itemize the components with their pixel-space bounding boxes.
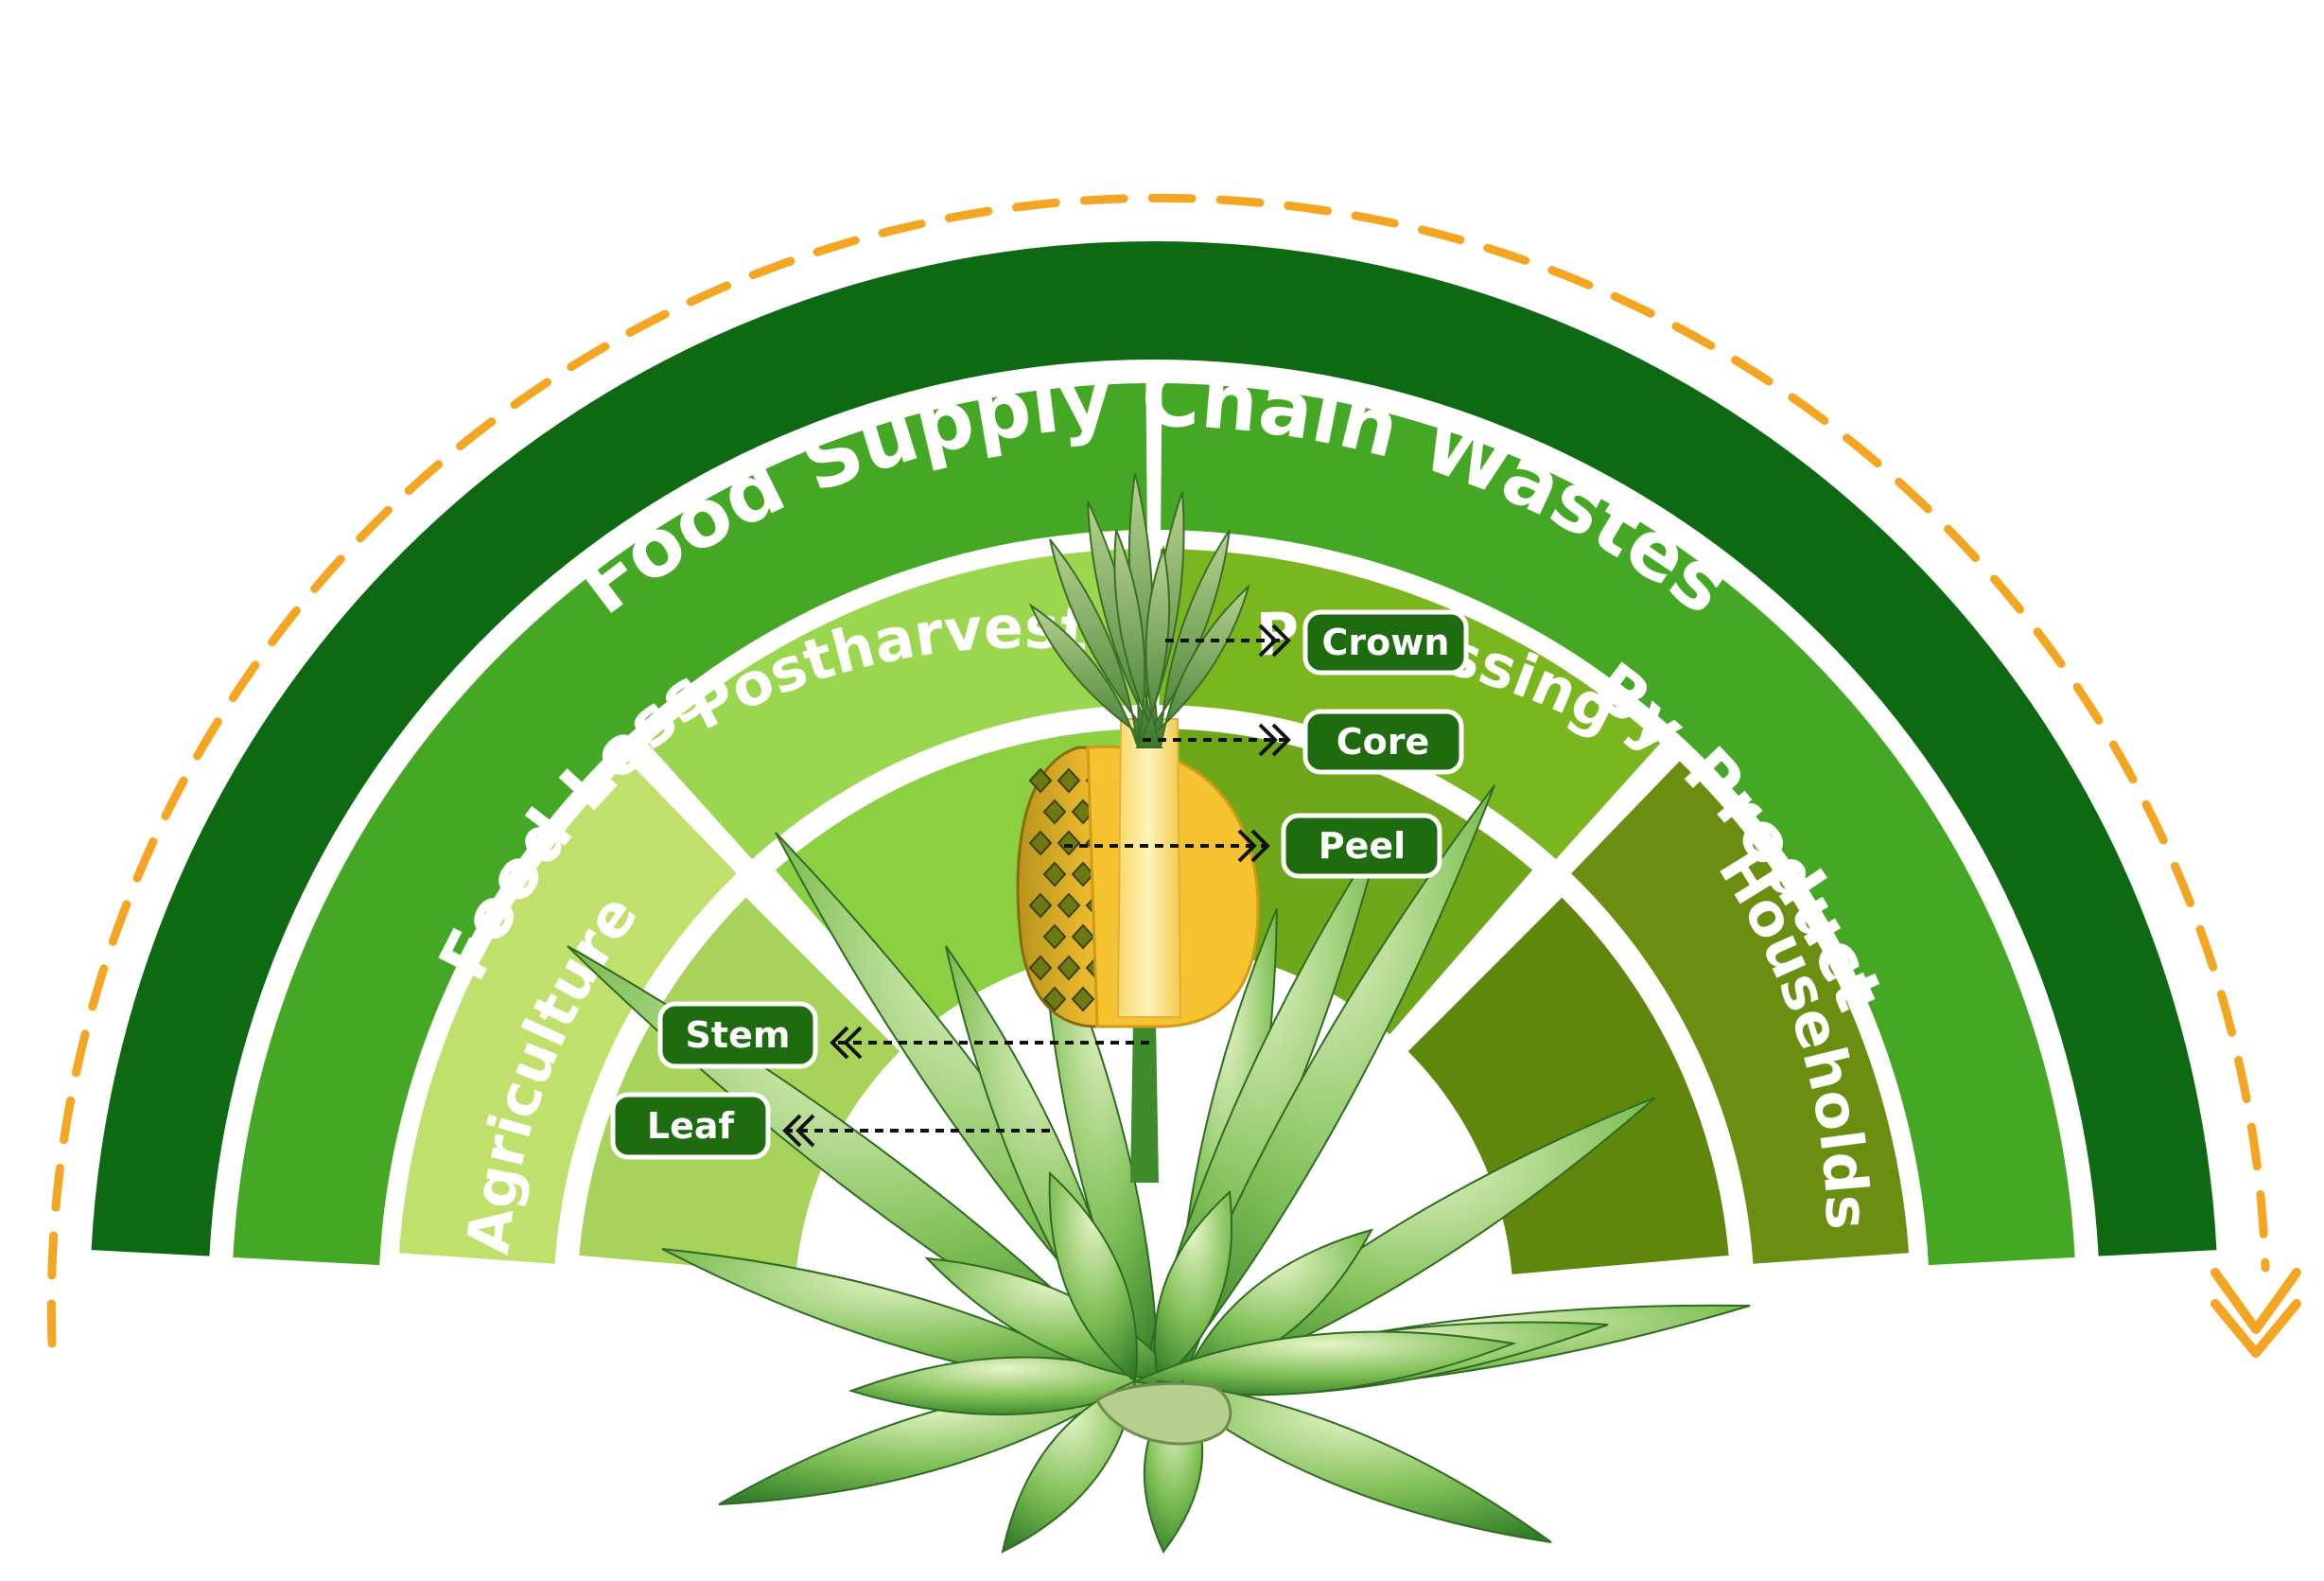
segment-households-inner [1407, 897, 1729, 1274]
fruit-eye [1057, 830, 1081, 856]
crown-leaf-7 [1113, 529, 1162, 748]
ring-food-supply-chain [91, 240, 2217, 1256]
segment-processing [1159, 549, 1661, 860]
leaf-front-1 [847, 1356, 1162, 1415]
tag-core-label: Core [1337, 721, 1430, 763]
fruit-eye [1071, 986, 1095, 1012]
pineapple-fruit [1016, 718, 1260, 1028]
pointer-core-chevron-icon [1271, 723, 1291, 757]
fruit-eye [1028, 767, 1053, 794]
tag-core: Core [1302, 709, 1464, 775]
ring-by-product [1161, 383, 2075, 1266]
tag-peel: Peel [1281, 813, 1442, 879]
fruit-eye [1057, 892, 1081, 919]
tag-leaf-label: Leaf [647, 1105, 735, 1147]
leaf-front-6 [1131, 1330, 1517, 1397]
fruit-eye [1028, 830, 1053, 856]
tag-peel-label: Peel [1319, 825, 1406, 867]
pointer-crown-chevron-icon [1271, 624, 1291, 658]
cycle-arrow [46, 193, 2301, 1358]
pointer-core-chevron-icon [1258, 723, 1278, 757]
leaf-front-7 [1155, 1379, 1552, 1543]
fruit-eye [1028, 892, 1053, 919]
pointer-leaf-chevron-icon [782, 1114, 802, 1148]
pineapple-base [1095, 1381, 1232, 1446]
pointer-stem-chevron-icon [843, 1026, 863, 1060]
fruit-eye [1042, 861, 1067, 887]
tag-crown-label: Crown [1322, 622, 1450, 663]
segment-processing-inner [1162, 729, 1533, 1035]
tag-crown-box [1302, 609, 1469, 676]
cycle-arrow-path [46, 193, 2270, 1348]
leaf-back-7 [1158, 784, 1495, 1392]
fruit-eye [1057, 767, 1081, 794]
pointer-stem-chevron-icon [830, 1026, 849, 1060]
part-tags: Crown Core Peel Stem Leaf [610, 609, 1469, 1160]
fruit-eye [1028, 955, 1053, 981]
part-pointers [782, 624, 1291, 1148]
pointer-leaf-chevron-icon [795, 1114, 815, 1148]
segment-postharvest [647, 549, 1149, 860]
crown-leaf-1 [1049, 538, 1163, 748]
leaf-front-4 [1153, 1189, 1233, 1383]
ring-food-loss [233, 383, 1147, 1266]
pointer-crown-chevron-icon [1258, 624, 1278, 658]
crown-leaf-8 [1136, 545, 1171, 748]
tag-stem-label: Stem [686, 1014, 791, 1056]
tag-core-box [1302, 709, 1464, 775]
leaf-front-9 [1001, 1379, 1137, 1554]
fruit-eye [1071, 861, 1095, 887]
crown-leaf-0 [1028, 603, 1164, 748]
tag-stem: Stem [657, 1001, 818, 1069]
fruit-eye [1057, 955, 1081, 981]
tag-leaf-box [610, 1092, 771, 1160]
tag-crown: Crown [1302, 609, 1469, 676]
tag-peel-box [1281, 813, 1442, 879]
cycle-arrow-head-icon [2210, 1268, 2301, 1358]
fruit-eye [1042, 799, 1067, 825]
leaf-front-3 [1048, 1170, 1138, 1383]
tag-stem-box [657, 1001, 818, 1069]
fruit-eye [1042, 923, 1067, 950]
pointer-peel-chevron-icon [1250, 829, 1270, 863]
fruit-eye [1042, 986, 1067, 1012]
tag-leaf: Leaf [610, 1092, 771, 1160]
fruit-core [1116, 718, 1182, 1018]
pineapple-stem [1130, 1022, 1159, 1183]
segment-agriculture [398, 761, 737, 1264]
segment-households [1571, 761, 1910, 1264]
fruit-eye [1071, 923, 1095, 950]
crown-leaf-6 [1135, 583, 1250, 748]
pointer-peel-chevron-icon [1237, 829, 1257, 863]
pineapple-front-leaves [718, 1170, 1552, 1554]
